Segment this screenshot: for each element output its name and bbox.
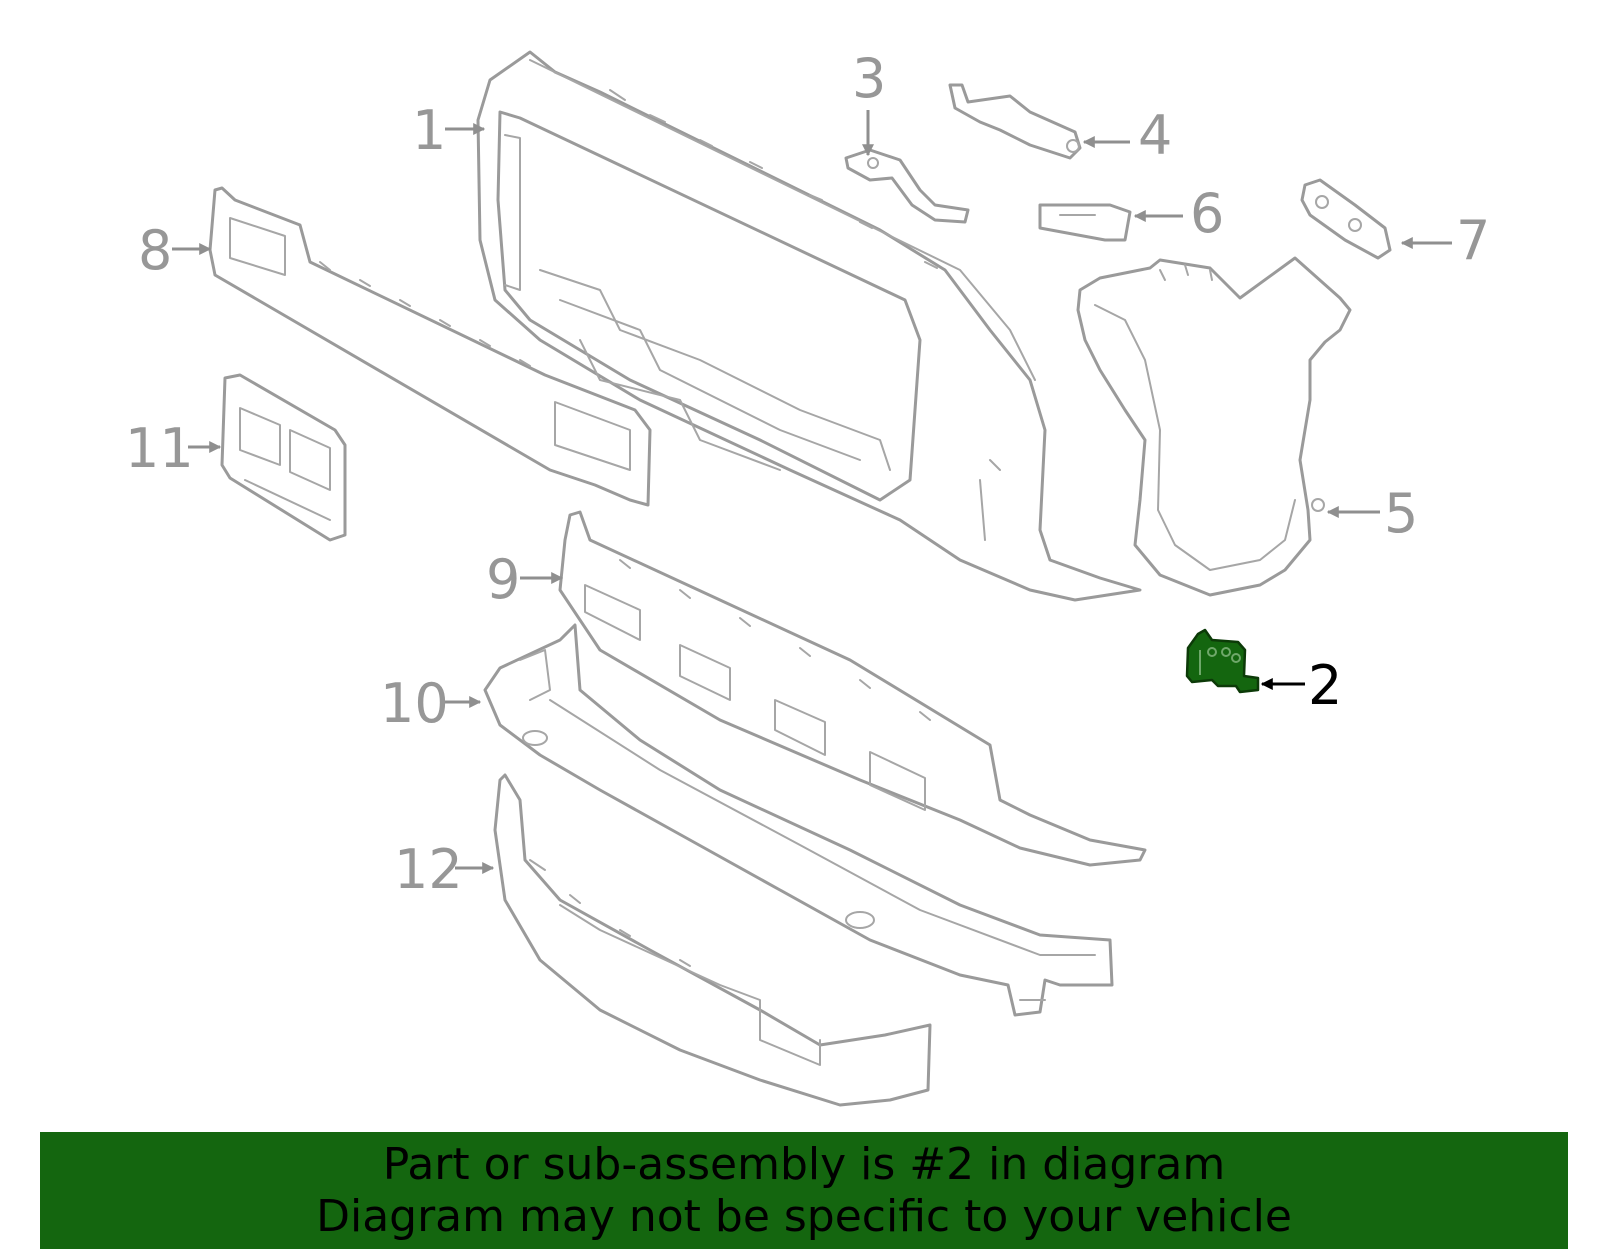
part-9-lower-bar bbox=[558, 510, 1147, 867]
part-12-lower-valance bbox=[493, 773, 932, 1107]
callout-4[interactable]: 4 bbox=[1138, 104, 1172, 167]
callout-3[interactable]: 3 bbox=[852, 47, 886, 110]
callout-11[interactable]: 11 bbox=[125, 417, 194, 480]
callout-7[interactable]: 7 bbox=[1456, 209, 1490, 272]
part-7-bracket bbox=[1300, 178, 1392, 260]
callout-12[interactable]: 12 bbox=[394, 838, 463, 901]
part-4-bracket bbox=[948, 83, 1082, 160]
callout-1[interactable]: 1 bbox=[412, 99, 446, 162]
callout-9[interactable]: 9 bbox=[486, 548, 520, 611]
callout-2[interactable]: 2 bbox=[1308, 654, 1342, 717]
callout-8[interactable]: 8 bbox=[138, 219, 172, 282]
part-11-plate-bracket bbox=[220, 373, 347, 542]
part-10-bumper-cover bbox=[483, 623, 1114, 1017]
banner-line-1: Part or sub-assembly is #2 in diagram bbox=[382, 1138, 1226, 1190]
part-1-grille-shell bbox=[476, 50, 1142, 602]
part-6-clip bbox=[1038, 203, 1132, 242]
callout-6[interactable]: 6 bbox=[1190, 182, 1224, 245]
part-2-highlighted-bracket[interactable] bbox=[1185, 628, 1260, 694]
callout-5[interactable]: 5 bbox=[1384, 482, 1418, 545]
part-3-bracket bbox=[844, 148, 970, 224]
banner-line-2: Diagram may not be specific to your vehi… bbox=[316, 1190, 1292, 1242]
callout-10[interactable]: 10 bbox=[380, 672, 449, 735]
callout-labels: 1 2 3 4 5 6 7 8 9 10 11 12 bbox=[125, 47, 1490, 901]
part-8-upper-bar bbox=[208, 186, 652, 507]
info-banner: Part or sub-assembly is #2 in diagram Di… bbox=[40, 1132, 1568, 1249]
callout-leaders bbox=[172, 110, 1452, 874]
part-5-side-panel bbox=[1076, 256, 1352, 597]
